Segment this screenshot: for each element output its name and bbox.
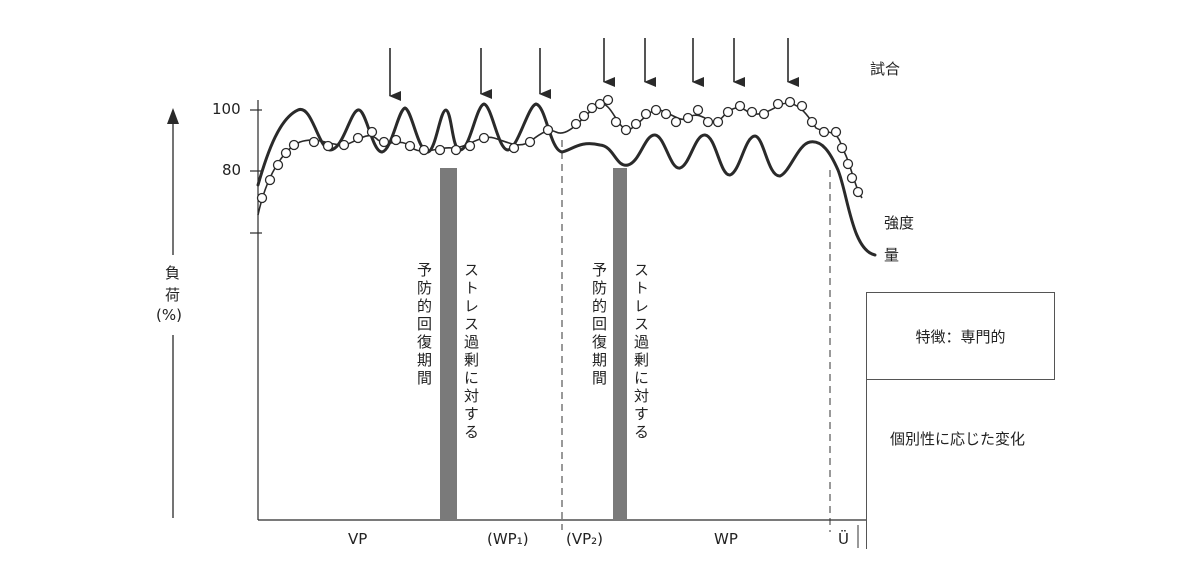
y-ticks xyxy=(250,109,262,234)
period-label-u: Ü xyxy=(838,530,849,548)
competition-arrows xyxy=(389,38,799,101)
intensity-curve xyxy=(256,102,877,257)
period-label-wp1: (WP₁) xyxy=(487,530,529,548)
period-separators xyxy=(561,140,831,532)
y-axis-label-3: (%) xyxy=(156,306,182,324)
recovery-annotation-1-left: 予防的回復期間 xyxy=(415,262,433,388)
recovery-annotation-2-right: ストレス過剰に対する xyxy=(632,262,650,442)
y-axis-arrow xyxy=(167,108,179,518)
feature-box-text: 特徴：専門的 xyxy=(915,327,1006,346)
competition-label: 試合 xyxy=(870,60,901,78)
period-label-wp: WP xyxy=(714,530,738,548)
individual-change-area xyxy=(866,379,867,549)
intensity-label: 強度 xyxy=(884,214,915,232)
recovery-bar-2 xyxy=(613,168,627,520)
y-axis-label-2: 荷 xyxy=(165,286,181,304)
feature-box: 特徴：専門的 xyxy=(866,292,1055,380)
tick-label-100: 100 xyxy=(212,100,241,118)
individual-change-text: 個別性に応じた変化 xyxy=(890,430,1026,448)
period-label-vp2: (VP₂) xyxy=(566,530,604,548)
recovery-annotation-2-left: 予防的回復期間 xyxy=(590,262,608,388)
recovery-annotation-1-right: ストレス過剰に対する xyxy=(462,262,480,442)
y-axis-label-1: 負 xyxy=(165,264,181,282)
volume-label: 量 xyxy=(884,246,900,264)
recovery-bar-1 xyxy=(440,168,457,520)
tick-label-80: 80 xyxy=(222,161,242,179)
period-label-vp: VP xyxy=(348,530,368,548)
volume-markers xyxy=(256,94,864,204)
volume-curve xyxy=(257,102,863,216)
